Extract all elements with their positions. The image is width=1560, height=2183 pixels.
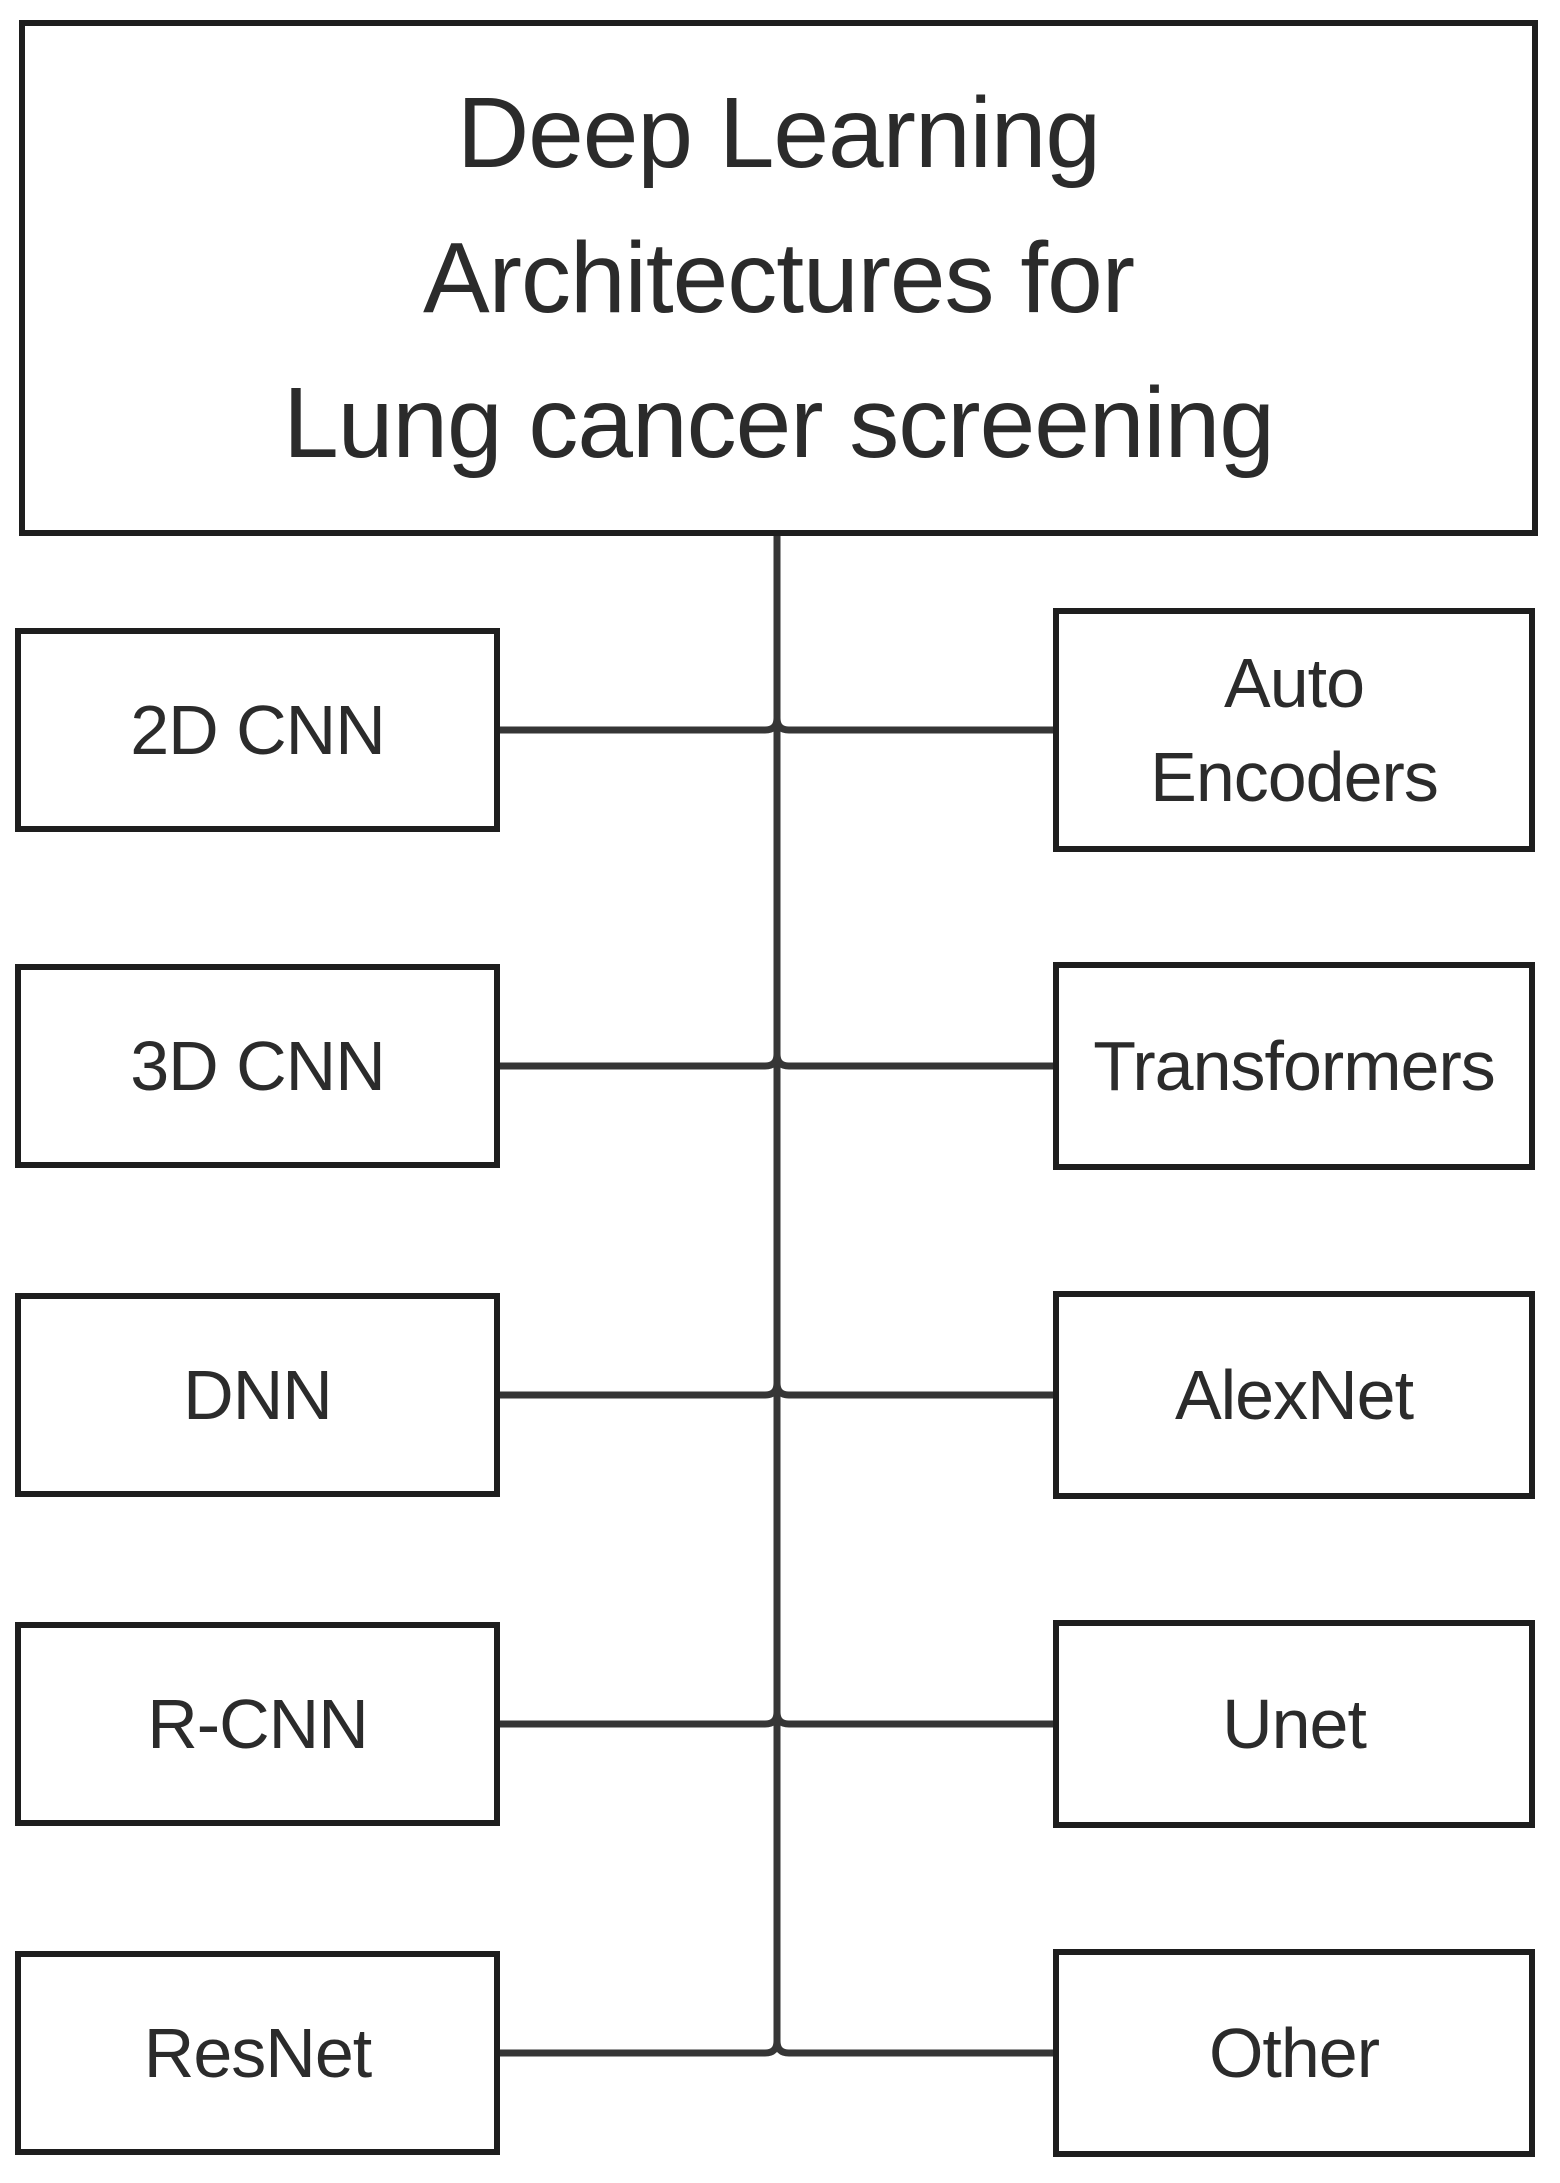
root-node-title: Deep Learning Architectures for Lung can…: [19, 20, 1538, 536]
node-dnn: DNN: [15, 1293, 500, 1497]
node-resnet: ResNet: [15, 1951, 500, 2155]
node-other: Other: [1053, 1949, 1535, 2157]
edge-left-4: [500, 1711, 781, 1728]
edge-right-3: [773, 1382, 1053, 1399]
edge-right-1: [773, 717, 1053, 734]
node-2d-cnn: 2D CNN: [15, 628, 500, 832]
edge-left-2: [500, 1053, 781, 1070]
node-unet: Unet: [1053, 1620, 1535, 1828]
node-transformers: Transformers: [1053, 962, 1535, 1170]
edge-right-5: [773, 2040, 1053, 2057]
node-r-cnn: R-CNN: [15, 1622, 500, 1826]
node-3d-cnn: 3D CNN: [15, 964, 500, 1168]
edge-left-1: [500, 717, 781, 734]
edge-right-4: [773, 1711, 1053, 1728]
edge-left-5: [500, 2040, 781, 2057]
node-auto-encoders: Auto Encoders: [1053, 608, 1535, 852]
node-alexnet: AlexNet: [1053, 1291, 1535, 1499]
edge-left-3: [500, 1382, 781, 1399]
edge-right-2: [773, 1053, 1053, 1070]
